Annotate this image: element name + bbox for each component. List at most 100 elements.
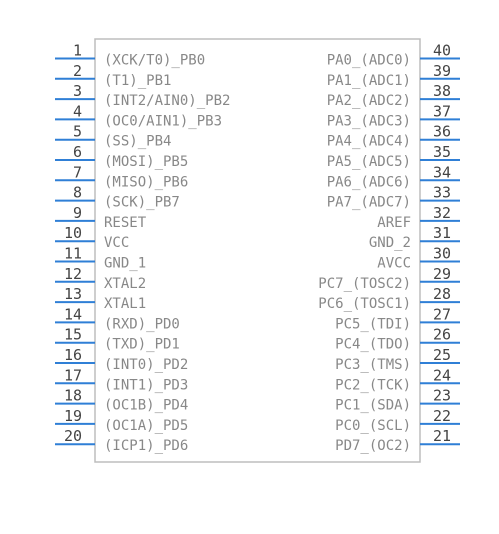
pin-label: (TXD)_PD1 <box>104 337 180 353</box>
pin-label: PC7_(TOSC2) <box>318 276 411 292</box>
pin-number: 13 <box>64 285 82 303</box>
pin-number: 17 <box>64 366 82 384</box>
pin-label: GND_2 <box>369 235 411 251</box>
pin-label: VCC <box>104 235 129 251</box>
pin-label: (SCK)_PB7 <box>104 195 180 211</box>
left-pin: 5 (SS)_PB4 <box>55 123 171 150</box>
pin-label: PA4_(ADC4) <box>327 134 411 150</box>
pin-label: AREF <box>377 215 411 231</box>
pin-label: GND_1 <box>104 256 146 272</box>
pin-label: PC5_(TDI) <box>335 316 411 332</box>
pin-label: PA1_(ADC1) <box>327 73 411 89</box>
pin-label: (OC1B)_PD4 <box>104 398 188 414</box>
pin-number: 31 <box>433 224 451 242</box>
pin-label: (INT0)_PD2 <box>104 357 188 373</box>
pin-number: 25 <box>433 346 451 364</box>
pin-label: (MISO)_PB6 <box>104 174 188 190</box>
left-pin: 2 (T1)_PB1 <box>55 62 171 89</box>
left-pin: 4 (OC0/AIN1)_PB3 <box>55 102 222 129</box>
pin-number: 6 <box>73 143 82 161</box>
pin-number: 35 <box>433 143 451 161</box>
left-pin: 20(ICP1)_PD6 <box>55 427 188 454</box>
pin-number: 14 <box>64 305 82 323</box>
pin-number: 7 <box>73 163 82 181</box>
pin-label: XTAL2 <box>104 276 146 292</box>
right-pin-group: 40PA0_(ADC0)39PA1_(ADC1)38PA2_(ADC2)37PA… <box>318 42 460 454</box>
pin-label: PC0_(SCL) <box>335 418 411 434</box>
pin-label: PC1_(SDA) <box>335 398 411 414</box>
pin-label: (INT1)_PD3 <box>104 377 188 393</box>
ic-body <box>94 38 421 463</box>
pin-number: 26 <box>433 326 451 344</box>
pin-label: (T1)_PB1 <box>104 73 171 89</box>
left-pin: 14 (RXD)_PD0 <box>55 305 180 332</box>
pin-number: 5 <box>73 123 82 141</box>
pin-number: 12 <box>64 265 82 283</box>
pin-number: 16 <box>64 346 82 364</box>
left-pin: 6 (MOSI)_PB5 <box>55 143 188 170</box>
pin-number: 8 <box>73 184 82 202</box>
pin-number: 22 <box>433 407 451 425</box>
pin-number: 32 <box>433 204 451 222</box>
pin-number: 2 <box>73 62 82 80</box>
pin-label: (MOSI)_PB5 <box>104 154 188 170</box>
pin-number: 40 <box>433 42 451 60</box>
pin-number: 21 <box>433 427 451 445</box>
pin-label: (RXD)_PD0 <box>104 316 180 332</box>
pin-label: PD7_(OC2) <box>335 438 411 454</box>
left-pin: 15 (TXD)_PD1 <box>55 326 180 353</box>
pin-number: 39 <box>433 62 451 80</box>
pin-label: (OC0/AIN1)_PB3 <box>104 113 222 129</box>
pin-number: 19 <box>64 407 82 425</box>
pin-label: (OC1A)_PD5 <box>104 418 188 434</box>
pin-label: (ICP1)_PD6 <box>104 438 188 454</box>
pin-number: 23 <box>433 387 451 405</box>
left-pin: 8 (SCK)_PB7 <box>55 184 180 211</box>
pin-label: PC4_(TDO) <box>335 337 411 353</box>
pin-number: 38 <box>433 82 451 100</box>
pin-number: 29 <box>433 265 451 283</box>
pin-number: 36 <box>433 123 451 141</box>
pin-number: 3 <box>73 82 82 100</box>
left-pin: 7 (MISO)_PB6 <box>55 163 188 190</box>
pin-label: (SS)_PB4 <box>104 134 171 150</box>
pin-number: 28 <box>433 285 451 303</box>
pin-number: 11 <box>64 245 82 263</box>
pin-label: PC6_(TOSC1) <box>318 296 411 312</box>
pin-number: 1 <box>73 42 82 60</box>
pin-label: PC3_(TMS) <box>335 357 411 373</box>
pin-label: (INT2/AIN0)_PB2 <box>104 93 230 109</box>
pin-number: 9 <box>73 204 82 222</box>
left-pin: 1(XCK/T0)_PB0 <box>55 42 205 69</box>
pin-number: 18 <box>64 387 82 405</box>
pin-label: PA7_(ADC7) <box>327 195 411 211</box>
pin-label: XTAL1 <box>104 296 146 312</box>
pin-number: 34 <box>433 163 451 181</box>
pin-number: 15 <box>64 326 82 344</box>
pin-number: 37 <box>433 102 451 120</box>
left-pin: 18 (OC1B)_PD4 <box>55 387 188 414</box>
pin-number: 4 <box>73 102 82 120</box>
pin-number: 33 <box>433 184 451 202</box>
left-pin: 16 (INT0)_PD2 <box>55 346 188 373</box>
pin-label: AVCC <box>377 256 411 272</box>
